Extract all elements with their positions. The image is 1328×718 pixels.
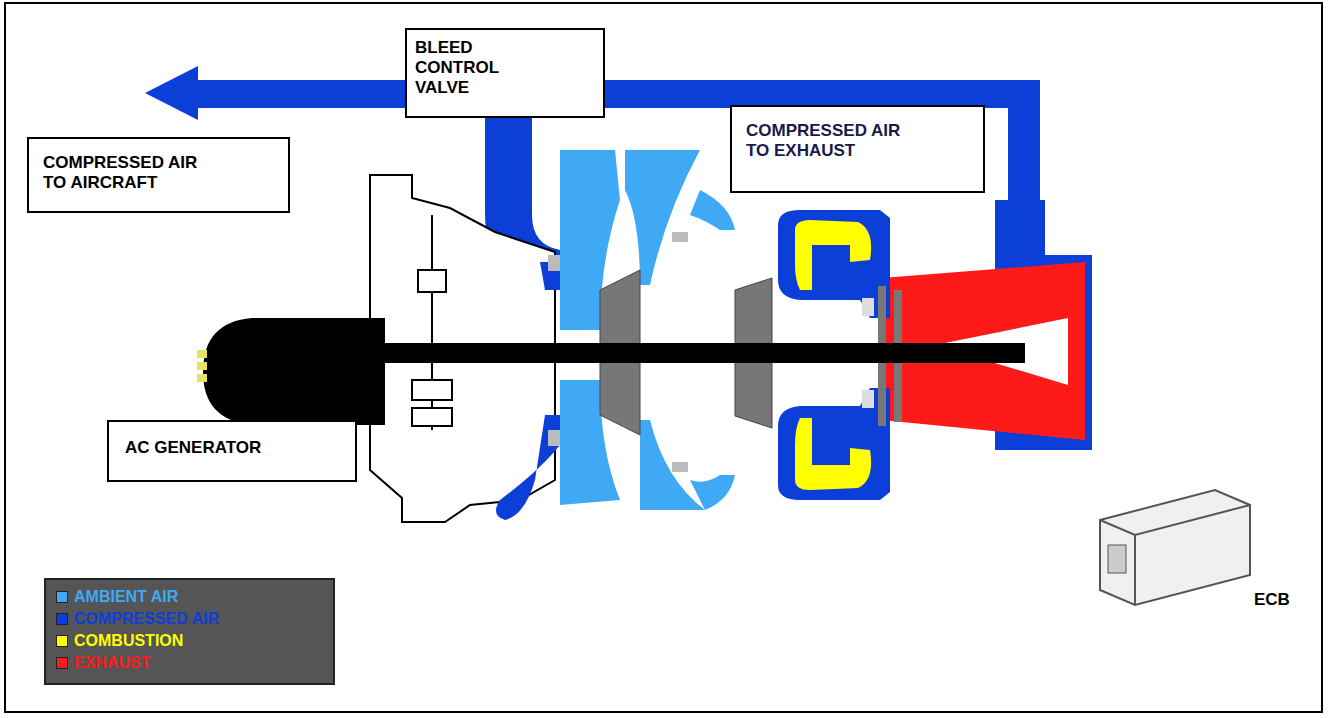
- legend-swatch: [56, 657, 68, 669]
- seal: [548, 255, 560, 271]
- nozzle: [862, 298, 874, 316]
- ambient-air: [690, 190, 735, 230]
- legend-text: AMBIENT AIR: [74, 588, 178, 606]
- ecb-edge: [1100, 505, 1250, 605]
- frame: [5, 3, 1322, 712]
- label-box: COMPRESSED AIR TO EXHAUST: [730, 105, 985, 193]
- box-text: COMPRESSED AIR TO AIRCRAFT: [43, 153, 223, 193]
- unit-label: ECB: [1254, 590, 1290, 610]
- ambient-air: [690, 475, 735, 510]
- legend-row: COMBUSTION: [56, 630, 323, 652]
- legend-row: COMPRESSED AIR: [56, 608, 323, 630]
- legend-swatch: [56, 591, 68, 603]
- connector-pin: [197, 374, 207, 382]
- generator-body: [203, 318, 385, 425]
- compressor-outlet: [496, 415, 560, 520]
- legend-text: COMPRESSED AIR: [74, 610, 219, 628]
- seal: [672, 462, 688, 472]
- legend-swatch: [56, 613, 68, 625]
- legend-text: EXHAUST: [74, 654, 150, 672]
- nozzle: [862, 390, 874, 408]
- legend-text: COMBUSTION: [74, 632, 183, 650]
- main-shaft: [380, 343, 1025, 363]
- connector-pin: [197, 362, 207, 370]
- legend-swatch: [56, 635, 68, 647]
- gear: [412, 380, 452, 400]
- label-box: BLEED CONTROL VALVE: [405, 28, 605, 118]
- label-box: COMPRESSED AIR TO AIRCRAFT: [27, 137, 290, 213]
- label-box: AC GENERATOR: [107, 420, 357, 482]
- gear: [412, 408, 452, 426]
- seal: [548, 430, 560, 446]
- legend-row: AMBIENT AIR: [56, 586, 323, 608]
- box-text: COMPRESSED AIR TO EXHAUST: [746, 121, 916, 161]
- legend-row: EXHAUST: [56, 652, 323, 674]
- ambient-air: [625, 150, 700, 285]
- box-text: BLEED CONTROL VALVE: [415, 38, 510, 98]
- gear: [418, 270, 446, 292]
- combustor-case: [778, 388, 890, 500]
- ecb-unit: [1100, 490, 1250, 605]
- seal: [672, 232, 688, 242]
- box-text: AC GENERATOR: [125, 438, 325, 458]
- combustor-case: [778, 210, 890, 318]
- legend-box: AMBIENT AIR COMPRESSED AIR COMBUSTION EXHAU…: [44, 578, 335, 685]
- combustion-flame: [795, 220, 871, 290]
- combustion-flame: [795, 418, 871, 490]
- connector-pin: [197, 350, 207, 358]
- ecb-connector: [1108, 545, 1126, 573]
- ambient-air: [640, 420, 705, 510]
